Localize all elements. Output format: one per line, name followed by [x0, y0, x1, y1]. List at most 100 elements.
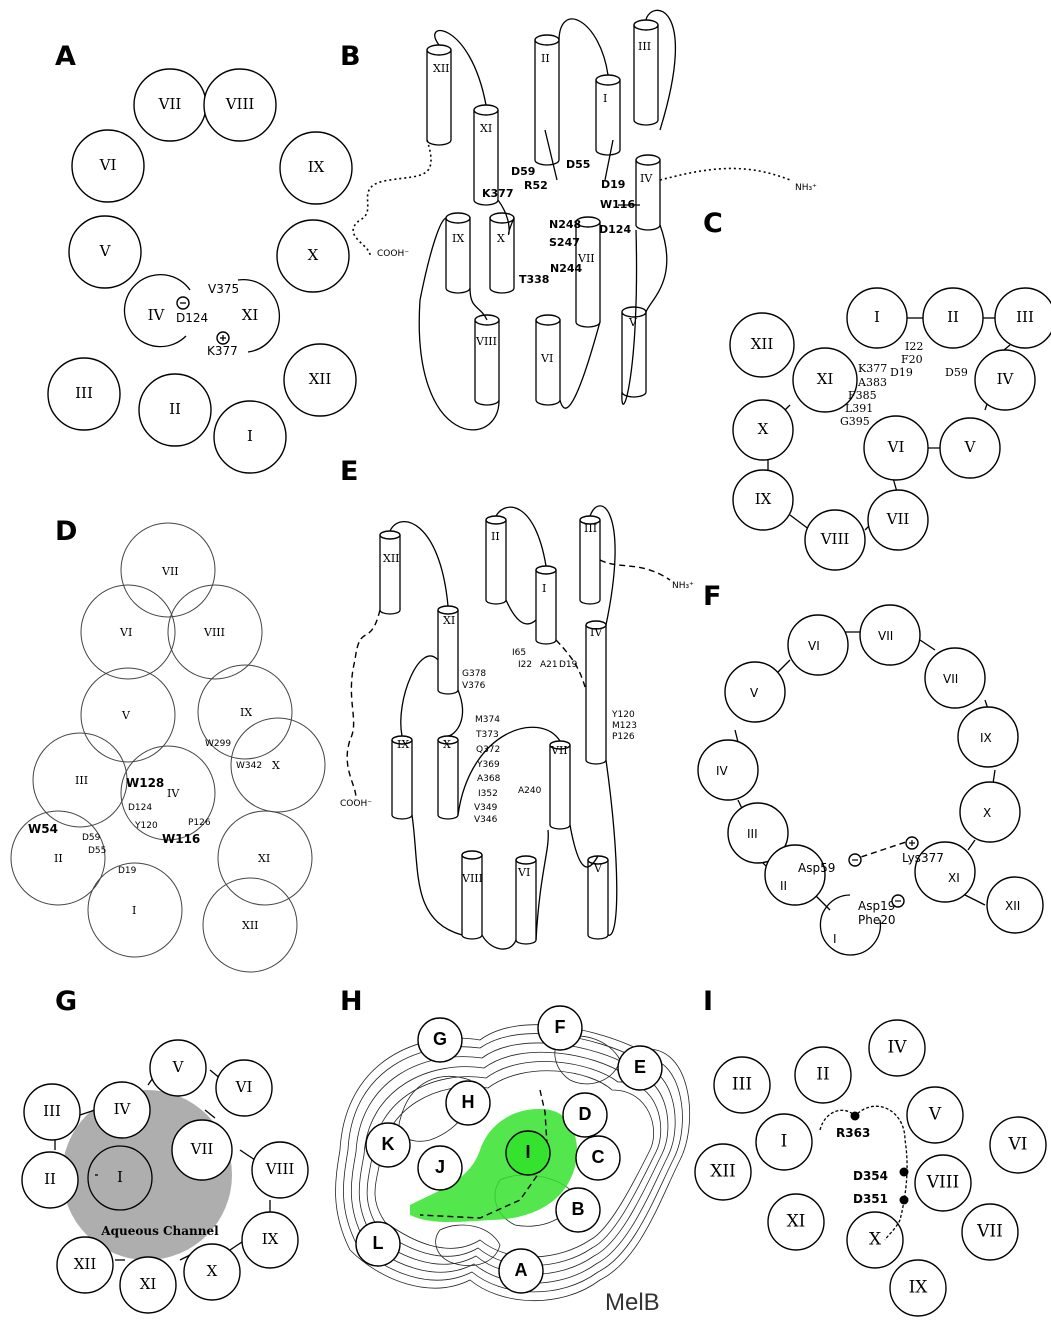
residue-label: F20	[901, 353, 923, 366]
panel-g-label: G	[55, 986, 77, 1017]
residue-label: A383	[857, 376, 887, 389]
helix-label: XII	[383, 552, 400, 565]
helix-label: XI	[140, 1275, 157, 1293]
helix-cylinder: X	[438, 736, 458, 819]
helix-circle: V	[81, 668, 175, 762]
residue-label: D55	[566, 158, 590, 171]
helix-label: I	[117, 1168, 123, 1186]
helix-label: X	[869, 1230, 882, 1250]
helix-label: I	[874, 308, 880, 326]
helix-circle: II	[139, 374, 211, 446]
residue-label: W299	[205, 739, 231, 749]
residue-label: D351	[853, 1192, 888, 1206]
panel-h-title: MelB	[605, 1289, 660, 1316]
helix-label: VI	[517, 866, 530, 879]
panel-d: D VII VI VIII V IX III IV X II XI I XII …	[11, 516, 325, 972]
helix-label: IX	[397, 738, 409, 751]
n-terminus-label: NH₃⁺	[672, 581, 694, 591]
helix-label: III	[747, 827, 758, 841]
helix-label: VII	[943, 672, 958, 686]
helix-label: VIII	[203, 626, 225, 639]
helix-label: IV	[148, 306, 166, 324]
helix-circle: III	[48, 358, 120, 430]
helix-label: D	[579, 1104, 592, 1124]
helix-label: II	[169, 400, 181, 418]
helix-label: H	[462, 1092, 475, 1112]
residue-label: Asp19	[858, 899, 895, 913]
helix-circle: XII	[203, 878, 297, 972]
residue-label: M374	[475, 715, 500, 725]
helix-label: VI	[808, 639, 820, 653]
helix-circle: IV	[975, 350, 1035, 410]
helix-circle: VI	[216, 1060, 272, 1116]
helix-circle: VI	[864, 416, 928, 480]
residue-label: P126	[188, 818, 211, 828]
residue-label: T338	[519, 273, 549, 286]
helix-circle: E	[618, 1046, 662, 1090]
helix-label: III	[43, 1102, 61, 1120]
helix-cylinder: VI	[536, 315, 560, 405]
helix-circle: II	[11, 811, 105, 905]
helix-label: IV	[716, 764, 729, 778]
helix-label: X	[308, 246, 319, 264]
helix-circle: XI	[238, 280, 279, 352]
helix-circle: X	[733, 400, 793, 460]
panel-a-label: A	[55, 41, 76, 72]
residue-label: I65	[512, 648, 526, 658]
helix-label: VIII	[926, 1173, 959, 1193]
helix-circle: VI	[990, 1117, 1046, 1173]
helix-circle: I	[88, 863, 182, 957]
residue-label: K377	[207, 344, 238, 358]
residue-marker	[900, 1168, 909, 1177]
helix-label: L	[373, 1233, 384, 1253]
helix-label: IV	[167, 787, 180, 800]
helix-label: XI	[480, 122, 492, 135]
helix-label: VII	[886, 510, 910, 528]
panel-f-label: F	[703, 581, 721, 612]
helix-cylinder: VIII	[461, 851, 483, 939]
helix-label: VII	[976, 1222, 1003, 1242]
helix-circle: IV	[869, 1020, 925, 1076]
residue-label: A21	[540, 660, 558, 670]
residue-label: Phe20	[858, 913, 896, 927]
helix-circle: V	[907, 1087, 963, 1143]
helix-circle: IX	[733, 470, 793, 530]
helix-cylinder: IX	[446, 213, 470, 293]
residue-label: D19	[118, 866, 137, 876]
helix-label: VIII	[475, 335, 497, 348]
helix-cylinder: II	[535, 35, 559, 165]
helix-label: II	[816, 1065, 829, 1085]
helix-label: C	[592, 1147, 605, 1167]
panel-g: G V IV VI III VII VIII II I XII IX XI X …	[22, 986, 308, 1313]
residue-label: W54	[28, 822, 58, 836]
helix-cylinder: IX	[392, 736, 412, 819]
residue-label: V349	[474, 803, 498, 813]
helix-label: I	[833, 932, 837, 946]
helix-circle: X	[847, 1212, 903, 1268]
helix-label: XI	[787, 1212, 806, 1232]
helix-circle: IX	[958, 707, 1018, 767]
residue-label: Y120	[611, 710, 635, 720]
residue-label: D354	[853, 1169, 888, 1183]
helix-label: X	[497, 232, 505, 245]
helix-label: VII	[878, 629, 893, 643]
helix-label: IX	[980, 731, 992, 745]
helix-label: A	[515, 1260, 528, 1280]
residue-label: L391	[845, 402, 873, 415]
c-terminus-label: COOH⁻	[377, 249, 409, 259]
helix-circle: IV	[698, 740, 758, 800]
helix-label: IV	[590, 626, 603, 639]
helix-label: XII	[710, 1162, 736, 1182]
helix-cylinder: VI	[516, 856, 536, 944]
helix-cylinder: VII	[550, 741, 570, 829]
helix-label: F	[555, 1017, 566, 1037]
helix-circle: II	[923, 288, 983, 348]
helix-label: II	[541, 52, 550, 65]
helix-label: IX	[308, 158, 325, 176]
helix-cylinder: X	[490, 213, 514, 293]
helix-circle: XII	[730, 313, 794, 377]
helix-circle: VII	[962, 1204, 1018, 1260]
residue-label: D124	[176, 311, 208, 325]
residue-label: Q372	[476, 745, 500, 755]
